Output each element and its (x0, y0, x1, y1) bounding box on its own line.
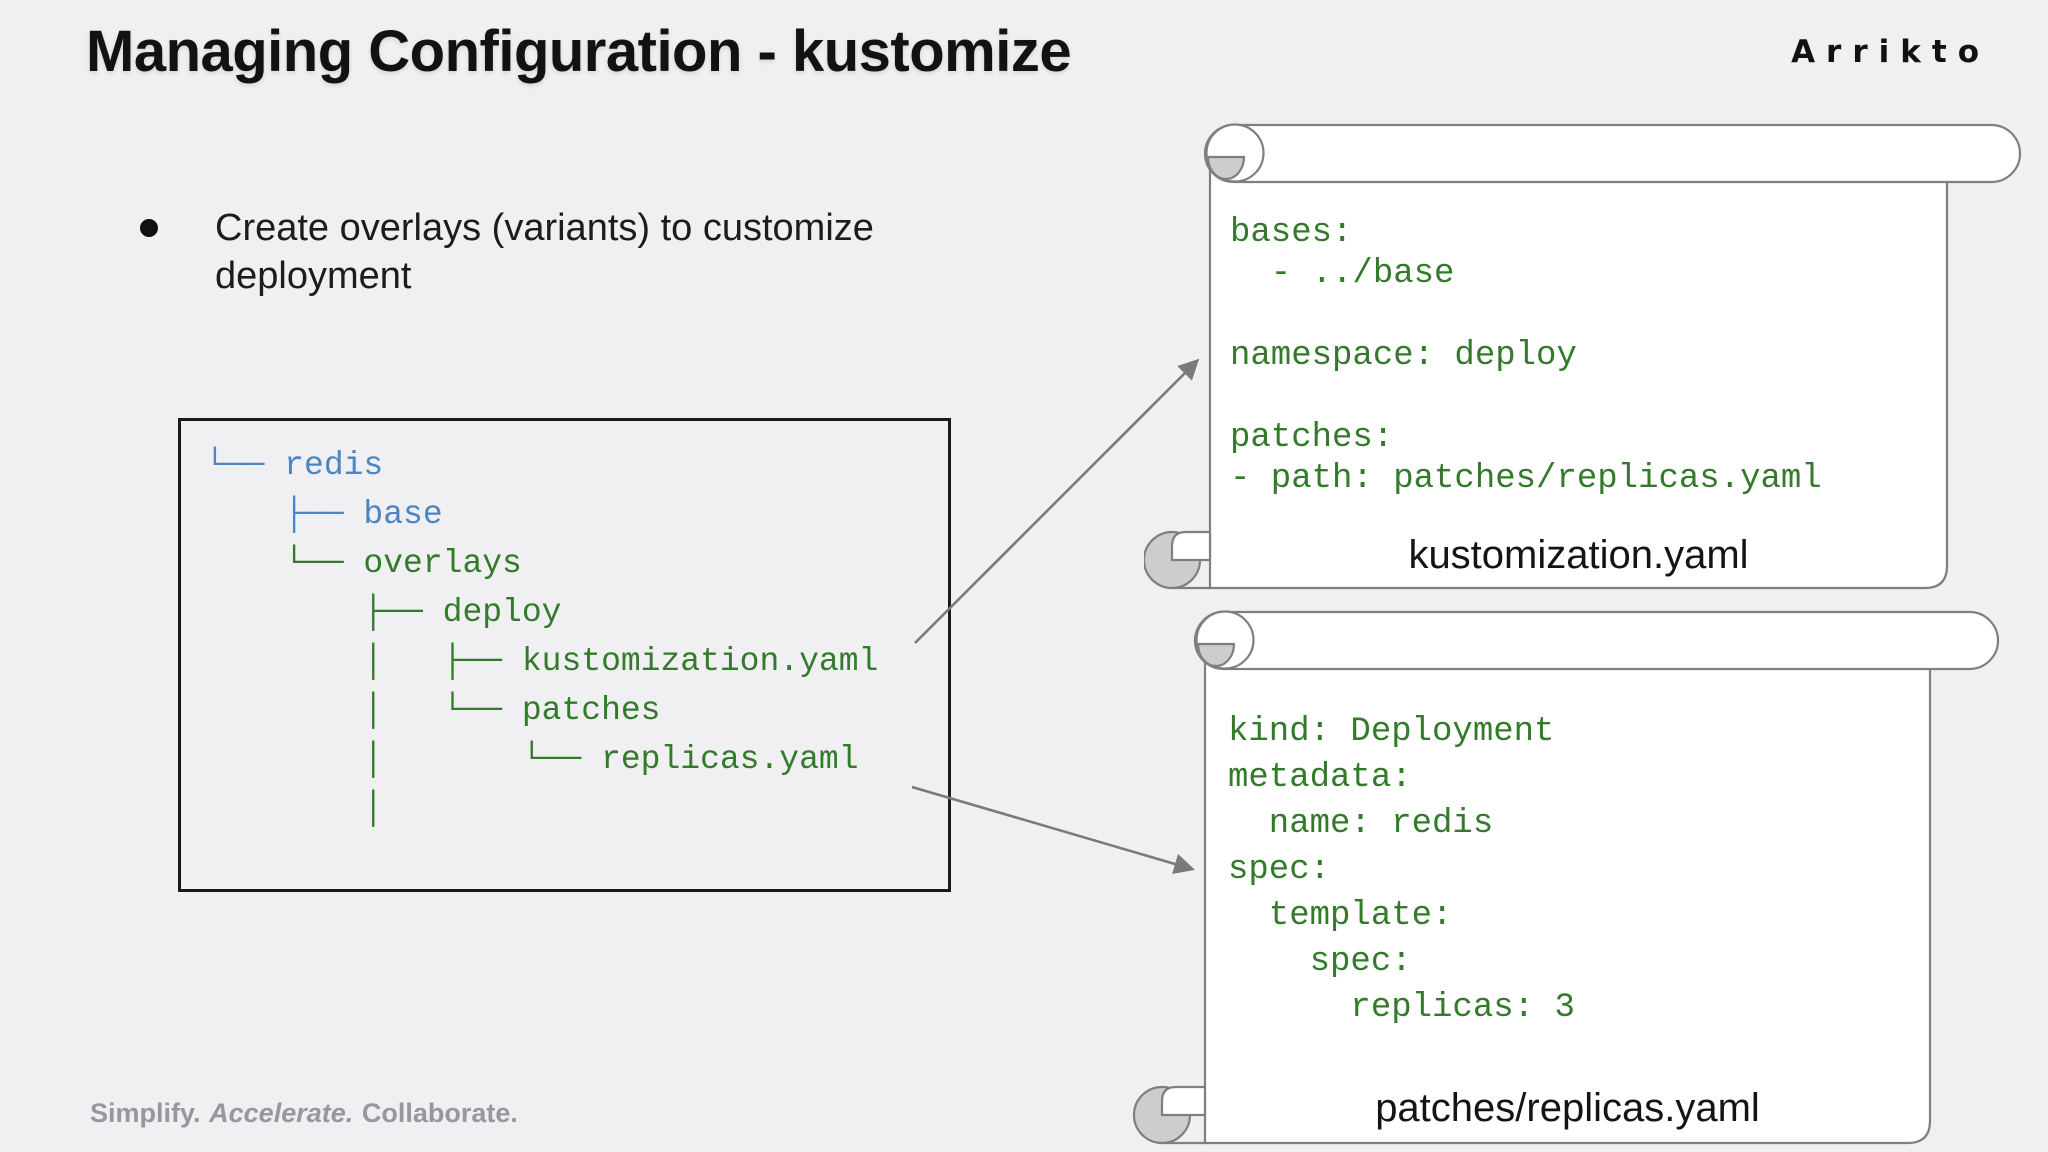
scroll-bottom-curl-notch (1170, 530, 1212, 562)
tree-line: │ (205, 790, 384, 827)
footer-tagline: Simplify. Accelerate.Collaborate. (90, 1096, 527, 1130)
code-line: namespace: deploy (1230, 337, 1577, 375)
tree-line: │ ├── kustomization.yaml (205, 643, 879, 680)
tree-line: ├── base (205, 496, 443, 533)
bullet-text: Create overlays (variants) to customize … (215, 207, 874, 297)
tree-line: │ └── patches (205, 692, 661, 729)
scroll-body (1203, 648, 1932, 1145)
bullet-dot (140, 219, 158, 237)
scroll-top-bar (1193, 610, 2000, 671)
code-line: bases: (1230, 214, 1353, 252)
footer-collaborate: Collaborate. (361, 1098, 518, 1128)
code-line: name: redis (1228, 805, 1494, 843)
code-line: spec: (1228, 943, 1412, 981)
code-line: patches: (1230, 419, 1394, 457)
tree-line: └── redis (205, 447, 384, 484)
scroll-top-bar (1203, 123, 2022, 184)
replicas-code: kind: Deployment metadata: name: redis s… (1228, 709, 1575, 1031)
code-line: - path: patches/replicas.yaml (1230, 460, 1822, 498)
scroll-bottom-curl-notch (1160, 1085, 1207, 1117)
footer-accelerate: Accelerate. (209, 1098, 354, 1128)
code-line: - ../base (1230, 255, 1455, 293)
tree-line: │ └── replicas.yaml (205, 741, 859, 778)
scroll-kustomization: bases: - ../base namespace: deploy patch… (1144, 123, 2024, 593)
code-line (1230, 295, 1822, 336)
kustomization-label: kustomization.yaml (1408, 533, 1749, 577)
page-title: Managing Configuration - kustomize (86, 19, 1072, 84)
code-line: kind: Deployment (1228, 713, 1555, 751)
scroll-shape (1132, 610, 2000, 1145)
replicas-label: patches/replicas.yaml (1375, 1086, 1760, 1130)
bullet-item: Create overlays (variants) to customize … (140, 204, 1035, 300)
tree-line: └── overlays (205, 545, 522, 582)
tree-line: ├── deploy (205, 594, 562, 631)
code-line: template: (1228, 897, 1453, 935)
kustomization-code: bases: - ../base namespace: deploy patch… (1230, 213, 1822, 500)
scroll-replicas: kind: Deployment metadata: name: redis s… (1130, 608, 2020, 1152)
code-line: metadata: (1228, 759, 1412, 797)
file-tree: └── redis ├── base └── overlays ├── depl… (205, 441, 878, 833)
scroll-body (1208, 161, 1949, 590)
footer-simplify: Simplify. (90, 1098, 201, 1128)
arrikto-logo: Arrikto (1791, 34, 1990, 70)
scroll-top-curl-roll (1206, 155, 1246, 181)
scroll-top-curl-roll (1196, 642, 1236, 668)
file-tree-box (178, 418, 951, 892)
code-line (1230, 377, 1822, 418)
code-line: spec: (1228, 851, 1331, 889)
code-line: replicas: 3 (1228, 989, 1575, 1027)
